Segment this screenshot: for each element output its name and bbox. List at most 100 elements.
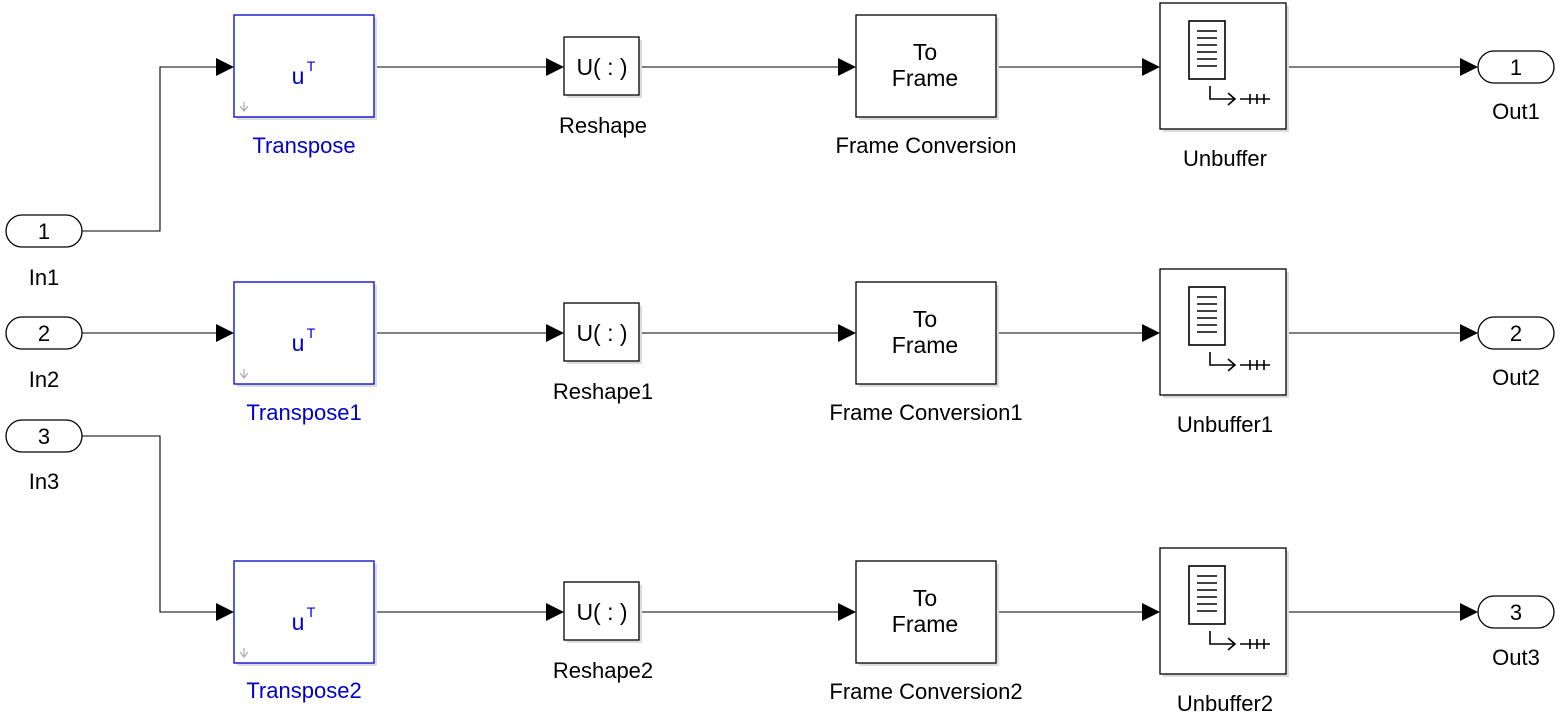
arrowhead bbox=[546, 603, 564, 621]
inport-label: In2 bbox=[29, 367, 60, 392]
outport-label: Out2 bbox=[1492, 365, 1540, 390]
inport-1[interactable]: 1 In1 bbox=[5, 214, 83, 290]
frame-conversion-block[interactable]: To Frame Frame Conversion2 bbox=[829, 560, 1023, 704]
unbuffer-icon bbox=[1188, 565, 1270, 651]
arrowhead bbox=[546, 58, 564, 76]
arrowhead bbox=[216, 58, 234, 76]
outport-label: Out1 bbox=[1492, 99, 1540, 124]
unbuffer-label: Unbuffer1 bbox=[1177, 412, 1273, 437]
outport-shape bbox=[1477, 316, 1555, 350]
arrowhead bbox=[546, 324, 564, 342]
transpose-body bbox=[233, 560, 375, 664]
outport-2[interactable]: 2 Out2 bbox=[1477, 316, 1555, 390]
frame-conversion-line1: To bbox=[913, 39, 937, 65]
transpose-label: Transpose1 bbox=[246, 400, 361, 425]
unbuffer-label: Unbuffer2 bbox=[1177, 691, 1273, 716]
frame-conversion-label: Frame Conversion2 bbox=[829, 679, 1022, 704]
unbuffer-label: Unbuffer bbox=[1183, 146, 1267, 171]
transpose-label: Transpose2 bbox=[246, 678, 361, 703]
reshape-label: Reshape1 bbox=[553, 379, 653, 404]
transpose-label: Transpose bbox=[252, 133, 355, 158]
transpose-body bbox=[233, 281, 375, 385]
transpose-symbol: u bbox=[292, 609, 305, 635]
frame-conversion-line1: To bbox=[913, 585, 937, 611]
transpose-block[interactable]: u T Transpose bbox=[233, 14, 377, 158]
unbuffer-body bbox=[1159, 268, 1287, 396]
arrowheads bbox=[216, 58, 1478, 621]
outport-label: Out3 bbox=[1492, 645, 1540, 670]
arrowhead bbox=[1142, 603, 1160, 621]
frame-conversion-block[interactable]: To Frame Frame Conversion bbox=[836, 14, 1017, 158]
frame-conversion-body bbox=[855, 14, 997, 118]
wire-in1-transpose[interactable] bbox=[82, 66, 218, 232]
outport-shape bbox=[1477, 595, 1555, 629]
reshape-symbol: U( : ) bbox=[576, 54, 627, 80]
outport-number: 3 bbox=[1510, 600, 1522, 625]
unbuffer-icon bbox=[1188, 286, 1270, 372]
frame-conversion-line1: To bbox=[913, 306, 937, 332]
outport-3[interactable]: 3 Out3 bbox=[1477, 595, 1555, 670]
reshape-block[interactable]: U( : ) Reshape2 bbox=[553, 581, 653, 683]
down-arrow-icon bbox=[239, 369, 249, 379]
unbuffer-body bbox=[1159, 2, 1287, 130]
inport-3[interactable]: 3 In3 bbox=[5, 419, 83, 494]
down-arrow-icon bbox=[239, 102, 249, 112]
outport-shape bbox=[1477, 50, 1555, 84]
reshape-body bbox=[563, 302, 640, 362]
unbuffer-block[interactable]: Unbuffer1 bbox=[1159, 268, 1289, 437]
unbuffer-body bbox=[1159, 547, 1287, 675]
inport-2[interactable]: 2 In2 bbox=[5, 316, 83, 392]
inport-shape bbox=[5, 419, 83, 453]
arrowhead bbox=[838, 324, 856, 342]
transpose-symbol: u bbox=[292, 330, 305, 356]
reshape-symbol: U( : ) bbox=[576, 599, 627, 625]
transpose-superscript: T bbox=[307, 58, 316, 74]
transpose-symbol: u bbox=[292, 63, 305, 89]
reshape-body bbox=[563, 36, 640, 96]
transpose-superscript: T bbox=[307, 604, 316, 620]
transpose-body bbox=[233, 14, 375, 118]
arrowhead bbox=[216, 603, 234, 621]
reshape-block[interactable]: U( : ) Reshape1 bbox=[553, 302, 653, 404]
unbuffer-block[interactable]: Unbuffer2 bbox=[1159, 547, 1289, 716]
arrowhead bbox=[1460, 603, 1478, 621]
outport-number: 1 bbox=[1510, 55, 1522, 80]
frame-conversion-body bbox=[855, 281, 997, 385]
arrowhead bbox=[1460, 58, 1478, 76]
unbuffer-icon bbox=[1188, 20, 1270, 106]
inport-number: 3 bbox=[38, 424, 50, 449]
arrowhead bbox=[216, 324, 234, 342]
arrowhead bbox=[838, 58, 856, 76]
reshape-block[interactable]: U( : ) Reshape bbox=[559, 36, 647, 138]
inport-shape bbox=[5, 316, 83, 350]
arrowhead bbox=[1142, 324, 1160, 342]
reshape-symbol: U( : ) bbox=[576, 320, 627, 346]
frame-conversion-label: Frame Conversion1 bbox=[829, 400, 1022, 425]
transpose-block[interactable]: u T Transpose1 bbox=[233, 281, 377, 425]
inport-label: In3 bbox=[29, 469, 60, 494]
frame-conversion-label: Frame Conversion bbox=[836, 133, 1017, 158]
frame-conversion-line2: Frame bbox=[892, 332, 958, 358]
reshape-label: Reshape bbox=[559, 113, 647, 138]
wire-in3-transpose2[interactable] bbox=[82, 435, 218, 613]
reshape-body bbox=[563, 581, 640, 641]
inport-shape bbox=[5, 214, 83, 248]
reshape-label: Reshape2 bbox=[553, 658, 653, 683]
outport-1[interactable]: 1 Out1 bbox=[1477, 50, 1555, 124]
down-arrow-icon bbox=[239, 648, 249, 658]
frame-conversion-body bbox=[855, 560, 997, 664]
arrowhead bbox=[1460, 324, 1478, 342]
frame-conversion-line2: Frame bbox=[892, 611, 958, 637]
inport-number: 1 bbox=[38, 219, 50, 244]
inport-number: 2 bbox=[38, 321, 50, 346]
signal-lines bbox=[82, 66, 1462, 613]
transpose-superscript: T bbox=[307, 325, 316, 341]
frame-conversion-block[interactable]: To Frame Frame Conversion1 bbox=[829, 281, 1023, 425]
transpose-block[interactable]: u T Transpose2 bbox=[233, 560, 377, 703]
frame-conversion-line2: Frame bbox=[892, 65, 958, 91]
arrowhead bbox=[1142, 58, 1160, 76]
outport-number: 2 bbox=[1510, 321, 1522, 346]
unbuffer-block[interactable]: Unbuffer bbox=[1159, 2, 1289, 171]
arrowhead bbox=[838, 603, 856, 621]
